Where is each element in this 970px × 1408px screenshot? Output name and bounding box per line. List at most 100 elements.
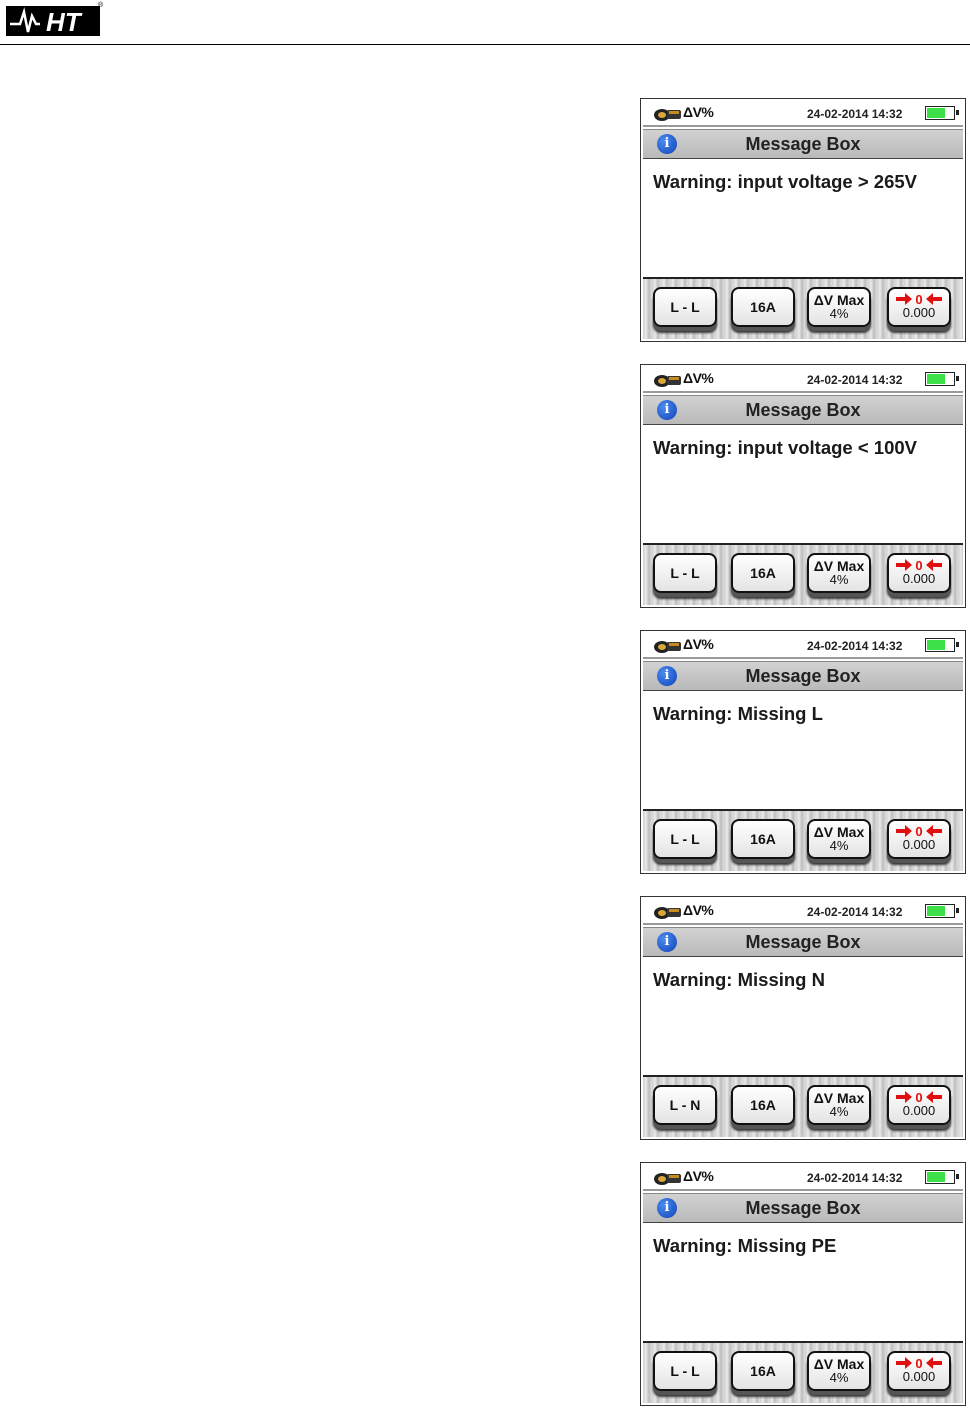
system-type-button[interactable]: L - L — [653, 819, 717, 859]
zero-offset-button[interactable]: 0 0.000 — [887, 1351, 951, 1391]
zero-arrows-icon: 0 — [896, 292, 942, 306]
probe-icon — [654, 1173, 681, 1185]
probe-icon — [654, 109, 681, 121]
battery-icon — [925, 638, 959, 652]
zero-offset-value: 0.000 — [902, 837, 936, 852]
warning-message: Warning: input voltage > 265V — [653, 171, 918, 192]
instrument-screen-2: ΔV% 24-02-2014 14:32 i Message Box Warni… — [640, 364, 966, 608]
system-type-label: L - N — [669, 1097, 701, 1113]
zero-offset-button[interactable]: 0 0.000 — [887, 1085, 951, 1125]
status-bar: ΔV% 24-02-2014 14:32 — [643, 633, 963, 659]
message-area: Warning: input voltage < 100V — [643, 425, 963, 545]
zero-arrows-icon: 0 — [896, 1356, 942, 1370]
probe-icon — [654, 907, 681, 919]
mode-label: ΔV% — [683, 636, 714, 652]
current-rating-label: 16A — [750, 831, 776, 847]
info-icon: i — [657, 400, 677, 420]
registered-mark: ® — [98, 2, 104, 9]
dv-max-value: 4% — [829, 572, 849, 587]
dv-max-value: 4% — [829, 1104, 849, 1119]
system-type-label: L - L — [670, 565, 700, 581]
header-rule — [0, 44, 970, 45]
svg-text:0: 0 — [915, 292, 922, 306]
system-type-button[interactable]: L - N — [653, 1085, 717, 1125]
dv-max-label: ΔV Max — [813, 824, 865, 840]
battery-icon — [925, 106, 959, 120]
instrument-screen-4: ΔV% 24-02-2014 14:32 i Message Box Warni… — [640, 896, 966, 1140]
current-rating-label: 16A — [750, 565, 776, 581]
svg-text:0: 0 — [915, 1356, 922, 1370]
info-icon: i — [657, 134, 677, 154]
current-rating-button[interactable]: 16A — [731, 1085, 795, 1125]
system-type-button[interactable]: L - L — [653, 1351, 717, 1391]
dv-max-label: ΔV Max — [813, 1090, 865, 1106]
current-rating-button[interactable]: 16A — [731, 553, 795, 593]
zero-arrows-icon: 0 — [896, 558, 942, 572]
dv-max-label: ΔV Max — [813, 1356, 865, 1372]
zero-offset-value: 0.000 — [902, 571, 936, 586]
system-type-button[interactable]: L - L — [653, 553, 717, 593]
message-box-title-bar: i Message Box — [643, 1193, 963, 1224]
zero-offset-button[interactable]: 0 0.000 — [887, 287, 951, 327]
datetime: 24-02-2014 14:32 — [807, 107, 903, 121]
system-type-label: L - L — [670, 299, 700, 315]
info-icon: i — [657, 1198, 677, 1218]
instrument-screen-1: ΔV% 24-02-2014 14:32 i Message Box Warni… — [640, 98, 966, 342]
mode-label: ΔV% — [683, 1168, 714, 1184]
current-rating-button[interactable]: 16A — [731, 819, 795, 859]
zero-arrows-icon: 0 — [896, 1090, 942, 1104]
dv-max-value: 4% — [829, 306, 849, 321]
message-box-title: Message Box — [745, 666, 861, 686]
datetime: 24-02-2014 14:32 — [807, 1171, 903, 1185]
datetime: 24-02-2014 14:32 — [807, 639, 903, 653]
zero-offset-button[interactable]: 0 0.000 — [887, 819, 951, 859]
datetime: 24-02-2014 14:32 — [807, 373, 903, 387]
info-icon: i — [657, 932, 677, 952]
dv-max-label: ΔV Max — [813, 558, 865, 574]
zero-offset-value: 0.000 — [902, 305, 936, 320]
zero-offset-value: 0.000 — [902, 1369, 936, 1384]
zero-offset-button[interactable]: 0 0.000 — [887, 553, 951, 593]
message-box-title-bar: i Message Box — [643, 927, 963, 958]
message-area: Warning: Missing L — [643, 691, 963, 811]
dv-max-value: 4% — [829, 1370, 849, 1385]
system-type-label: L - L — [670, 1363, 700, 1379]
message-area: Warning: input voltage > 265V — [643, 159, 963, 279]
dv-max-label: ΔV Max — [813, 292, 865, 308]
ht-logo: HT — [6, 6, 100, 37]
message-box-title-bar: i Message Box — [643, 395, 963, 426]
battery-icon — [925, 904, 959, 918]
warning-message: Warning: Missing PE — [653, 1235, 837, 1256]
zero-offset-value: 0.000 — [902, 1103, 936, 1118]
system-type-button[interactable]: L - L — [653, 287, 717, 327]
logo-text: HT — [46, 7, 83, 37]
status-bar: ΔV% 24-02-2014 14:32 — [643, 367, 963, 393]
info-icon: i — [657, 666, 677, 686]
battery-fill — [927, 906, 945, 916]
battery-fill — [927, 640, 945, 650]
message-box-title: Message Box — [745, 1198, 861, 1218]
message-box-title-bar: i Message Box — [643, 129, 963, 160]
datetime: 24-02-2014 14:32 — [807, 905, 903, 919]
instrument-screen-3: ΔV% 24-02-2014 14:32 i Message Box Warni… — [640, 630, 966, 874]
probe-icon — [654, 641, 681, 653]
current-rating-button[interactable]: 16A — [731, 1351, 795, 1391]
current-rating-label: 16A — [750, 1097, 776, 1113]
message-area: Warning: Missing PE — [643, 1223, 963, 1343]
dv-max-value: 4% — [829, 838, 849, 853]
instrument-screen-5: ΔV% 24-02-2014 14:32 i Message Box Warni… — [640, 1162, 966, 1406]
page-header: HT ® — [0, 0, 970, 46]
battery-fill — [927, 108, 945, 118]
system-type-label: L - L — [670, 831, 700, 847]
current-rating-button[interactable]: 16A — [731, 287, 795, 327]
